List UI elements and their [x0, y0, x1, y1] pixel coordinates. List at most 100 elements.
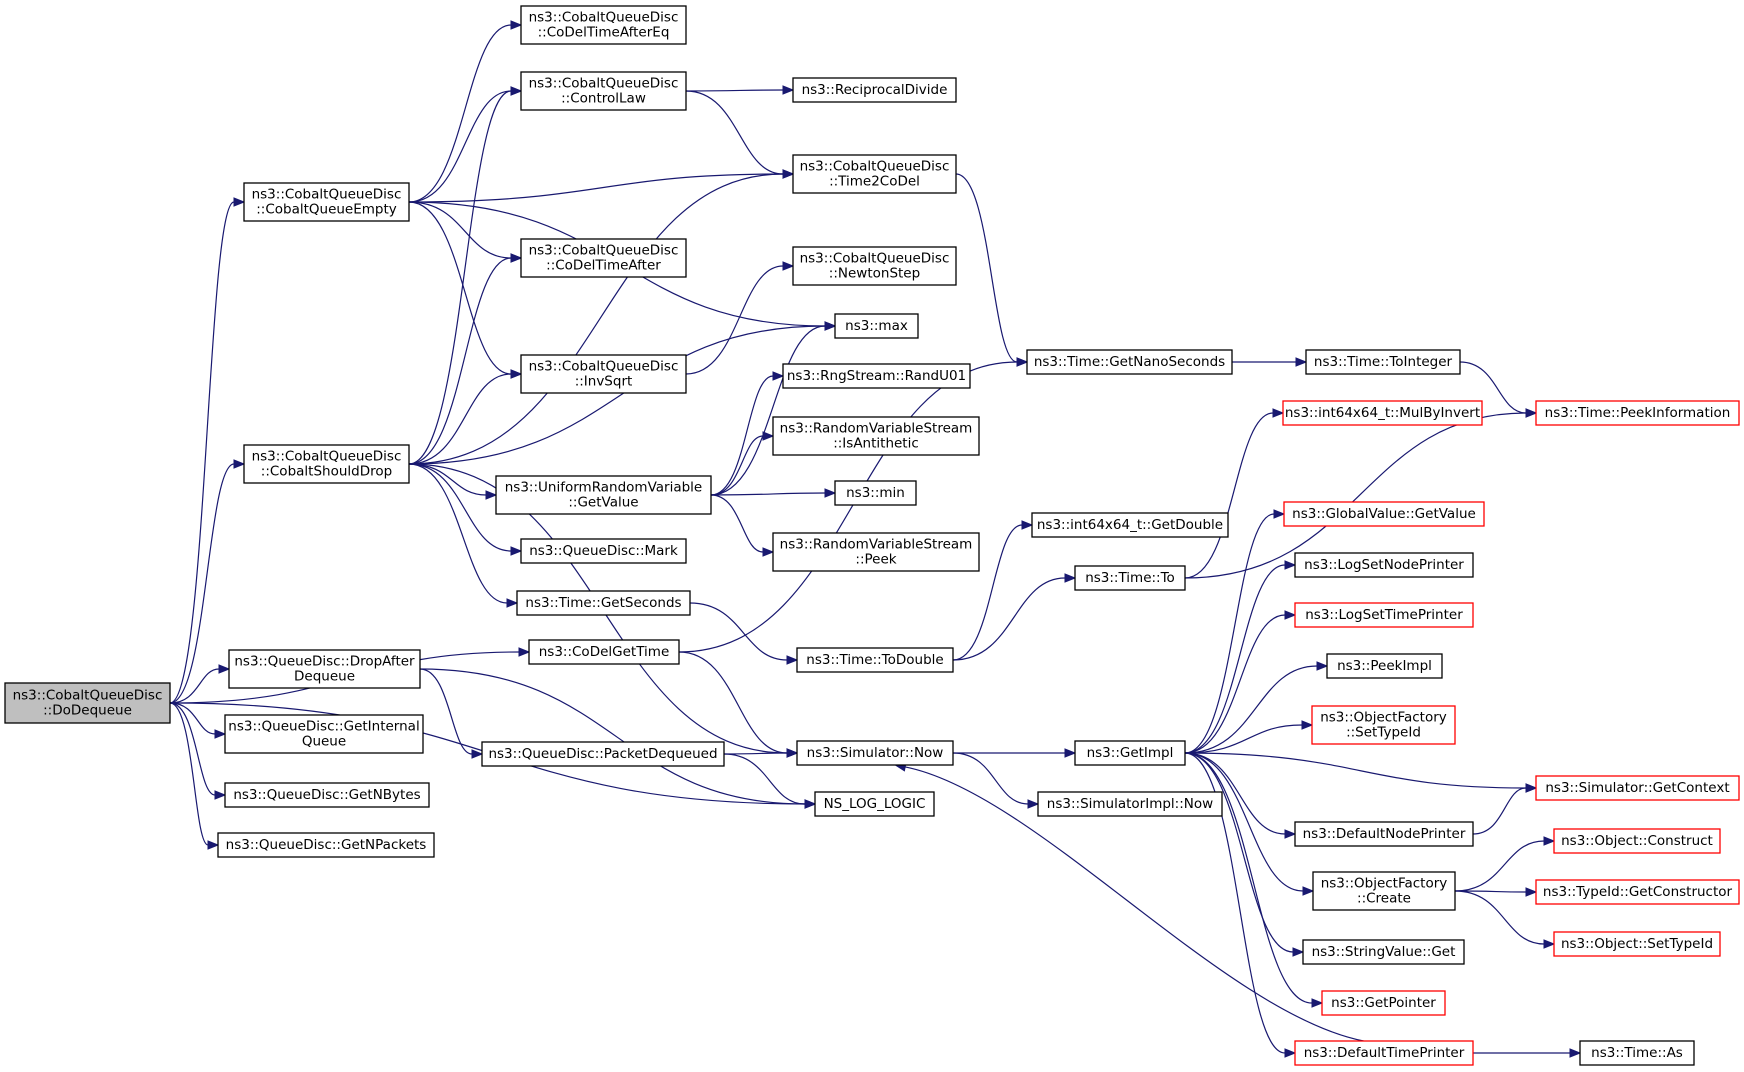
node-box [1031, 512, 1229, 538]
edge-line [1184, 614, 1286, 754]
node-getimpl[interactable]: ns3::GetImpl [1074, 740, 1186, 766]
edge-arrowhead [233, 459, 246, 469]
node-simulatorgetcontext[interactable]: ns3::Simulator::GetContext [1535, 775, 1740, 801]
node-cobaltshoulddrop[interactable]: ns3::CobaltQueueDisc::CobaltShouldDrop [243, 444, 410, 484]
node-logsettimeprinter[interactable]: ns3::LogSetTimePrinter [1294, 602, 1474, 628]
node-controllaw[interactable]: ns3::CobaltQueueDisc::ControlLaw [520, 71, 687, 111]
node-packetdequeued[interactable]: ns3::QueueDisc::PacketDequeued [481, 741, 725, 767]
node-isantithetic[interactable]: ns3::RandomVariableStream::IsAntithetic [772, 416, 980, 456]
node-box [1283, 501, 1485, 527]
node-int64getdouble[interactable]: ns3::int64x64_t::GetDouble [1031, 512, 1229, 538]
node-simulatorimplnow[interactable]: ns3::SimulatorImpl::Now [1037, 791, 1223, 817]
node-box [1302, 939, 1465, 965]
node-label: ns3::ObjectFactory [1320, 710, 1447, 726]
edge-line [408, 201, 512, 259]
edge-uniformgetvalue-to-isantithetic [710, 431, 775, 496]
node-box [1553, 931, 1721, 957]
node-getnbytes[interactable]: ns3::QueueDisc::GetNBytes [224, 782, 430, 808]
edge-arrowhead [1569, 1048, 1582, 1058]
node-logsetnodeprinter[interactable]: ns3::LogSetNodePrinter [1294, 552, 1474, 578]
edge-line [710, 435, 764, 496]
node-getpointer[interactable]: ns3::GetPointer [1321, 990, 1446, 1016]
node-cobaltqueueempty[interactable]: ns3::CobaltQueueDisc::CobaltQueueEmpty [243, 182, 410, 222]
node-label: ::CobaltQueueEmpty [256, 202, 397, 218]
node-getnanoseconds[interactable]: ns3::Time::GetNanoSeconds [1026, 349, 1233, 375]
node-globalvaluegetvalue[interactable]: ns3::GlobalValue::GetValue [1283, 501, 1485, 527]
node-nsloglogic[interactable]: NS_LOG_LOGIC [814, 791, 935, 817]
node-timeas[interactable]: ns3::Time::As [1579, 1040, 1695, 1066]
edge-line [689, 602, 788, 661]
edge-cobaltshoulddrop-to-mark [408, 463, 523, 556]
edge-arrowhead [510, 253, 523, 263]
edge-objectfactorycreate-to-objectsettypeid [1454, 890, 1556, 949]
node-time2codel[interactable]: ns3::CobaltQueueDisc::Time2CoDel [792, 154, 957, 194]
node-label: ns3::GetPointer [1331, 995, 1436, 1011]
edge-cobaltqueueempty-to-codeltimeaftereq [408, 20, 523, 203]
edge-line [685, 90, 784, 175]
node-timegetseconds[interactable]: ns3::Time::GetSeconds [516, 590, 691, 616]
edge-line [1184, 752, 1286, 1054]
edge-cobaltshoulddrop-to-time2codel [408, 169, 795, 465]
edge-getimpl-to-logsetnodeprinter [1184, 560, 1297, 754]
node-codelgettime[interactable]: ns3::CoDelGetTime [528, 639, 680, 665]
node-simulatornow[interactable]: ns3::Simulator::Now [796, 740, 954, 766]
edge-cobaltshoulddrop-to-timegetseconds [408, 463, 519, 608]
edge-line [1184, 752, 1527, 789]
node-peekimpl[interactable]: ns3::PeekImpl [1326, 653, 1443, 679]
node-objectfactorycreate[interactable]: ns3::ObjectFactory::Create [1312, 871, 1456, 911]
edge-line [952, 577, 1066, 661]
edge-line [685, 89, 784, 92]
edge-line [408, 173, 784, 203]
edge-cobaltshoulddrop-to-codeltimeafter [408, 253, 523, 465]
edge-arrowhead [1543, 939, 1556, 949]
edge-line [1472, 787, 1527, 835]
node-box [228, 649, 421, 689]
node-objectsettypeid[interactable]: ns3::Object::SetTypeId [1553, 931, 1721, 957]
node-stringvalueget[interactable]: ns3::StringValue::Get [1302, 939, 1465, 965]
node-max[interactable]: ns3::max [834, 313, 919, 339]
node-label: ::ControlLaw [561, 91, 646, 107]
node-peekinformation[interactable]: ns3::Time::PeekInformation [1535, 400, 1740, 426]
node-objectconstruct[interactable]: ns3::Object::Construct [1553, 828, 1721, 854]
edge-getimpl-to-stringvalueget [1184, 752, 1305, 957]
node-box [495, 475, 712, 515]
node-label: ns3::QueueDisc::GetNBytes [233, 787, 420, 803]
node-uniformgetvalue[interactable]: ns3::UniformRandomVariable::GetValue [495, 475, 712, 515]
node-defaulttimeprinter[interactable]: ns3::DefaultTimePrinter [1294, 1040, 1474, 1066]
node-timeto[interactable]: ns3::Time::To [1074, 565, 1186, 591]
node-newtonstep[interactable]: ns3::CobaltQueueDisc::NewtonStep [792, 246, 957, 286]
edge-line [678, 361, 1018, 653]
node-box [4, 682, 171, 724]
edge-arrowhead [1295, 357, 1308, 367]
edge-dodequeue-to-getinternalqueue [169, 702, 227, 739]
edge-uniformgetvalue-to-max [710, 321, 837, 496]
node-timetodouble[interactable]: ns3::Time::ToDouble [796, 647, 954, 673]
node-invsqrt[interactable]: ns3::CobaltQueueDisc::InvSqrt [520, 354, 687, 394]
node-reciprocaldivide[interactable]: ns3::ReciprocalDivide [792, 77, 957, 103]
node-typeidgetconstructor[interactable]: ns3::TypeId::GetConstructor [1535, 879, 1740, 905]
node-mark[interactable]: ns3::QueueDisc::Mark [520, 538, 687, 564]
node-label: ::GetValue [568, 495, 638, 511]
edge-arrowhead [1284, 560, 1297, 570]
node-objectfactorysettypeid[interactable]: ns3::ObjectFactory::SetTypeId [1311, 705, 1456, 745]
node-codeltimeaftereq[interactable]: ns3::CobaltQueueDisc::CoDelTimeAfterEq [520, 5, 687, 45]
node-label: ns3::int64x64_t::MulByInvert [1285, 405, 1480, 421]
node-box [1294, 552, 1474, 578]
edge-dropafterdequeue-to-packetdequeued [419, 668, 484, 759]
edge-line [408, 463, 512, 552]
edge-arrowhead [510, 546, 523, 556]
node-box [528, 639, 680, 665]
node-mulbyinvert[interactable]: ns3::int64x64_t::MulByInvert [1282, 400, 1483, 426]
node-randu01[interactable]: ns3::RngStream::RandU01 [782, 363, 971, 389]
edge-arrowhead [782, 261, 795, 271]
node-timetointeger[interactable]: ns3::Time::ToInteger [1305, 349, 1461, 375]
node-getnpackets[interactable]: ns3::QueueDisc::GetNPackets [217, 832, 435, 858]
node-codeltimeafter[interactable]: ns3::CobaltQueueDisc::CoDelTimeAfter [520, 238, 687, 278]
node-label: ns3::SimulatorImpl::Now [1047, 796, 1213, 812]
node-peek[interactable]: ns3::RandomVariableStream::Peek [772, 532, 980, 572]
node-defaultnodeprinter[interactable]: ns3::DefaultNodePrinter [1294, 821, 1474, 847]
node-box [796, 740, 954, 766]
node-min[interactable]: ns3::min [834, 480, 917, 506]
